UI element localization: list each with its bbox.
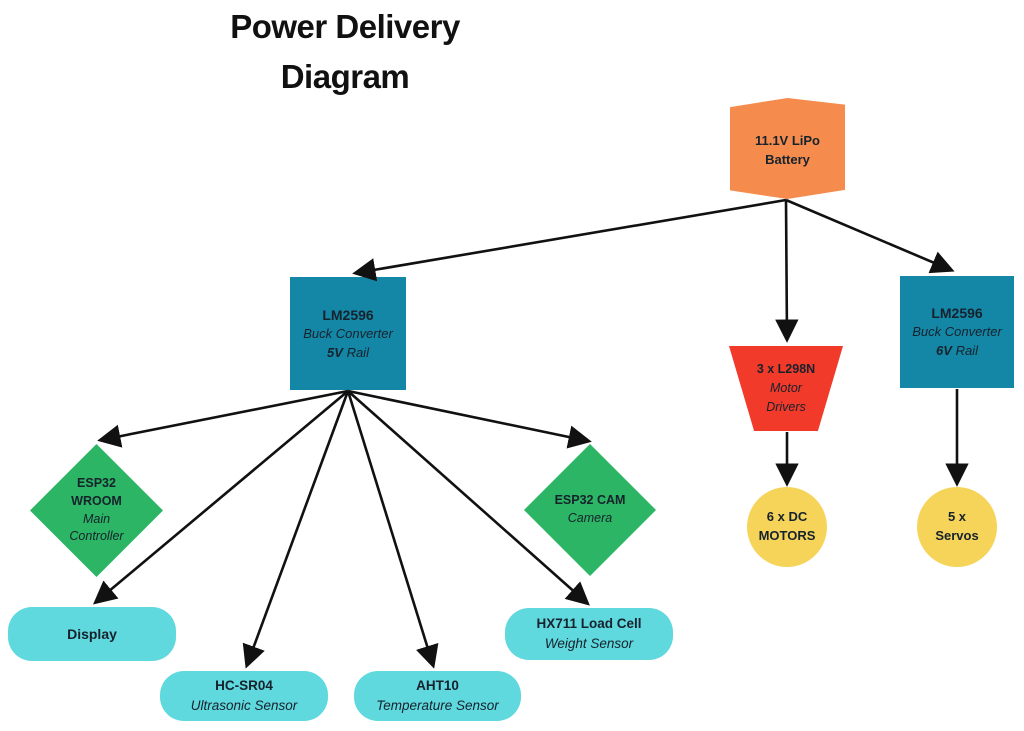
cam-line2: Camera <box>567 511 613 525</box>
l298n-line1: 3 x L298N <box>756 362 816 377</box>
wroom-line4: Controller <box>69 529 124 544</box>
node-aht10: AHT10 Temperature Sensor <box>354 671 521 721</box>
motors-line2: MOTORS <box>758 528 816 543</box>
servos-line2: Servos <box>935 528 979 543</box>
battery-label-line2: Battery <box>765 151 810 167</box>
hx711-line1: HX711 Load Cell <box>536 615 642 631</box>
node-buck-converter-5v: LM2596 Buck Converter 5V Rail <box>290 277 406 390</box>
node-battery: 11.1V LiPo Battery <box>730 98 845 199</box>
arrow-buck5v-to-esp32-cam <box>347 389 592 449</box>
aht10-line2: Temperature Sensor <box>376 698 499 713</box>
arrow-buck5v-to-hc-sr04 <box>242 390 350 669</box>
battery-label-line1: 11.1V LiPo <box>754 132 821 148</box>
hx711-line2: Weight Sensor <box>544 636 634 651</box>
node-esp32-wroom: ESP32 WROOM Main Controller <box>30 444 163 577</box>
buck5v-name: LM2596 <box>322 306 374 323</box>
wroom-line2: WROOM <box>71 493 122 508</box>
hcsr04-line1: HC-SR04 <box>215 677 273 693</box>
page-title: Power Delivery Diagram <box>152 2 538 102</box>
node-dc-motors: 6 x DC MOTORS <box>747 487 827 567</box>
node-display: Display <box>8 607 176 661</box>
arrow-buck5v-to-aht10 <box>346 390 439 669</box>
wroom-line3: Main <box>82 511 111 526</box>
node-esp32-cam: ESP32 CAM Camera <box>524 444 656 576</box>
title-line-2: Diagram <box>280 58 410 95</box>
wroom-line1: ESP32 <box>77 476 116 490</box>
arrow-battery-to-buck6v <box>785 198 955 274</box>
buck6v-name: LM2596 <box>931 305 983 321</box>
motors-line1: 6 x DC <box>766 509 808 525</box>
node-hc-sr04: HC-SR04 Ultrasonic Sensor <box>160 671 328 721</box>
hcsr04-line2: Ultrasonic Sensor <box>190 698 298 713</box>
arrow-buck5v-to-esp32-wroom <box>97 389 349 448</box>
buck5v-subtitle: Buck Converter <box>303 325 393 341</box>
buck6v-subtitle: Buck Converter <box>912 324 1002 340</box>
aht10-line1: AHT10 <box>416 677 459 693</box>
servos-line1: 5 x <box>947 509 967 525</box>
display-label: Display <box>67 625 117 642</box>
buck6v-rail: 6V Rail <box>936 343 978 359</box>
node-motor-drivers: 3 x L298N Motor Drivers <box>729 346 843 431</box>
node-servos: 5 x Servos <box>917 487 997 567</box>
l298n-line2: Motor <box>770 381 802 396</box>
node-buck-converter-6v: LM2596 Buck Converter 6V Rail <box>900 276 1014 388</box>
arrow-battery-to-buck5v <box>352 198 787 282</box>
arrow-battery-to-motor-drivers <box>775 199 799 343</box>
node-hx711: HX711 Load Cell Weight Sensor <box>505 608 673 660</box>
cam-line1: ESP32 CAM <box>554 493 626 508</box>
title-line-1: Power Delivery <box>230 8 460 45</box>
l298n-line3: Drivers <box>766 399 806 414</box>
buck5v-rail: 5V Rail <box>327 344 369 360</box>
